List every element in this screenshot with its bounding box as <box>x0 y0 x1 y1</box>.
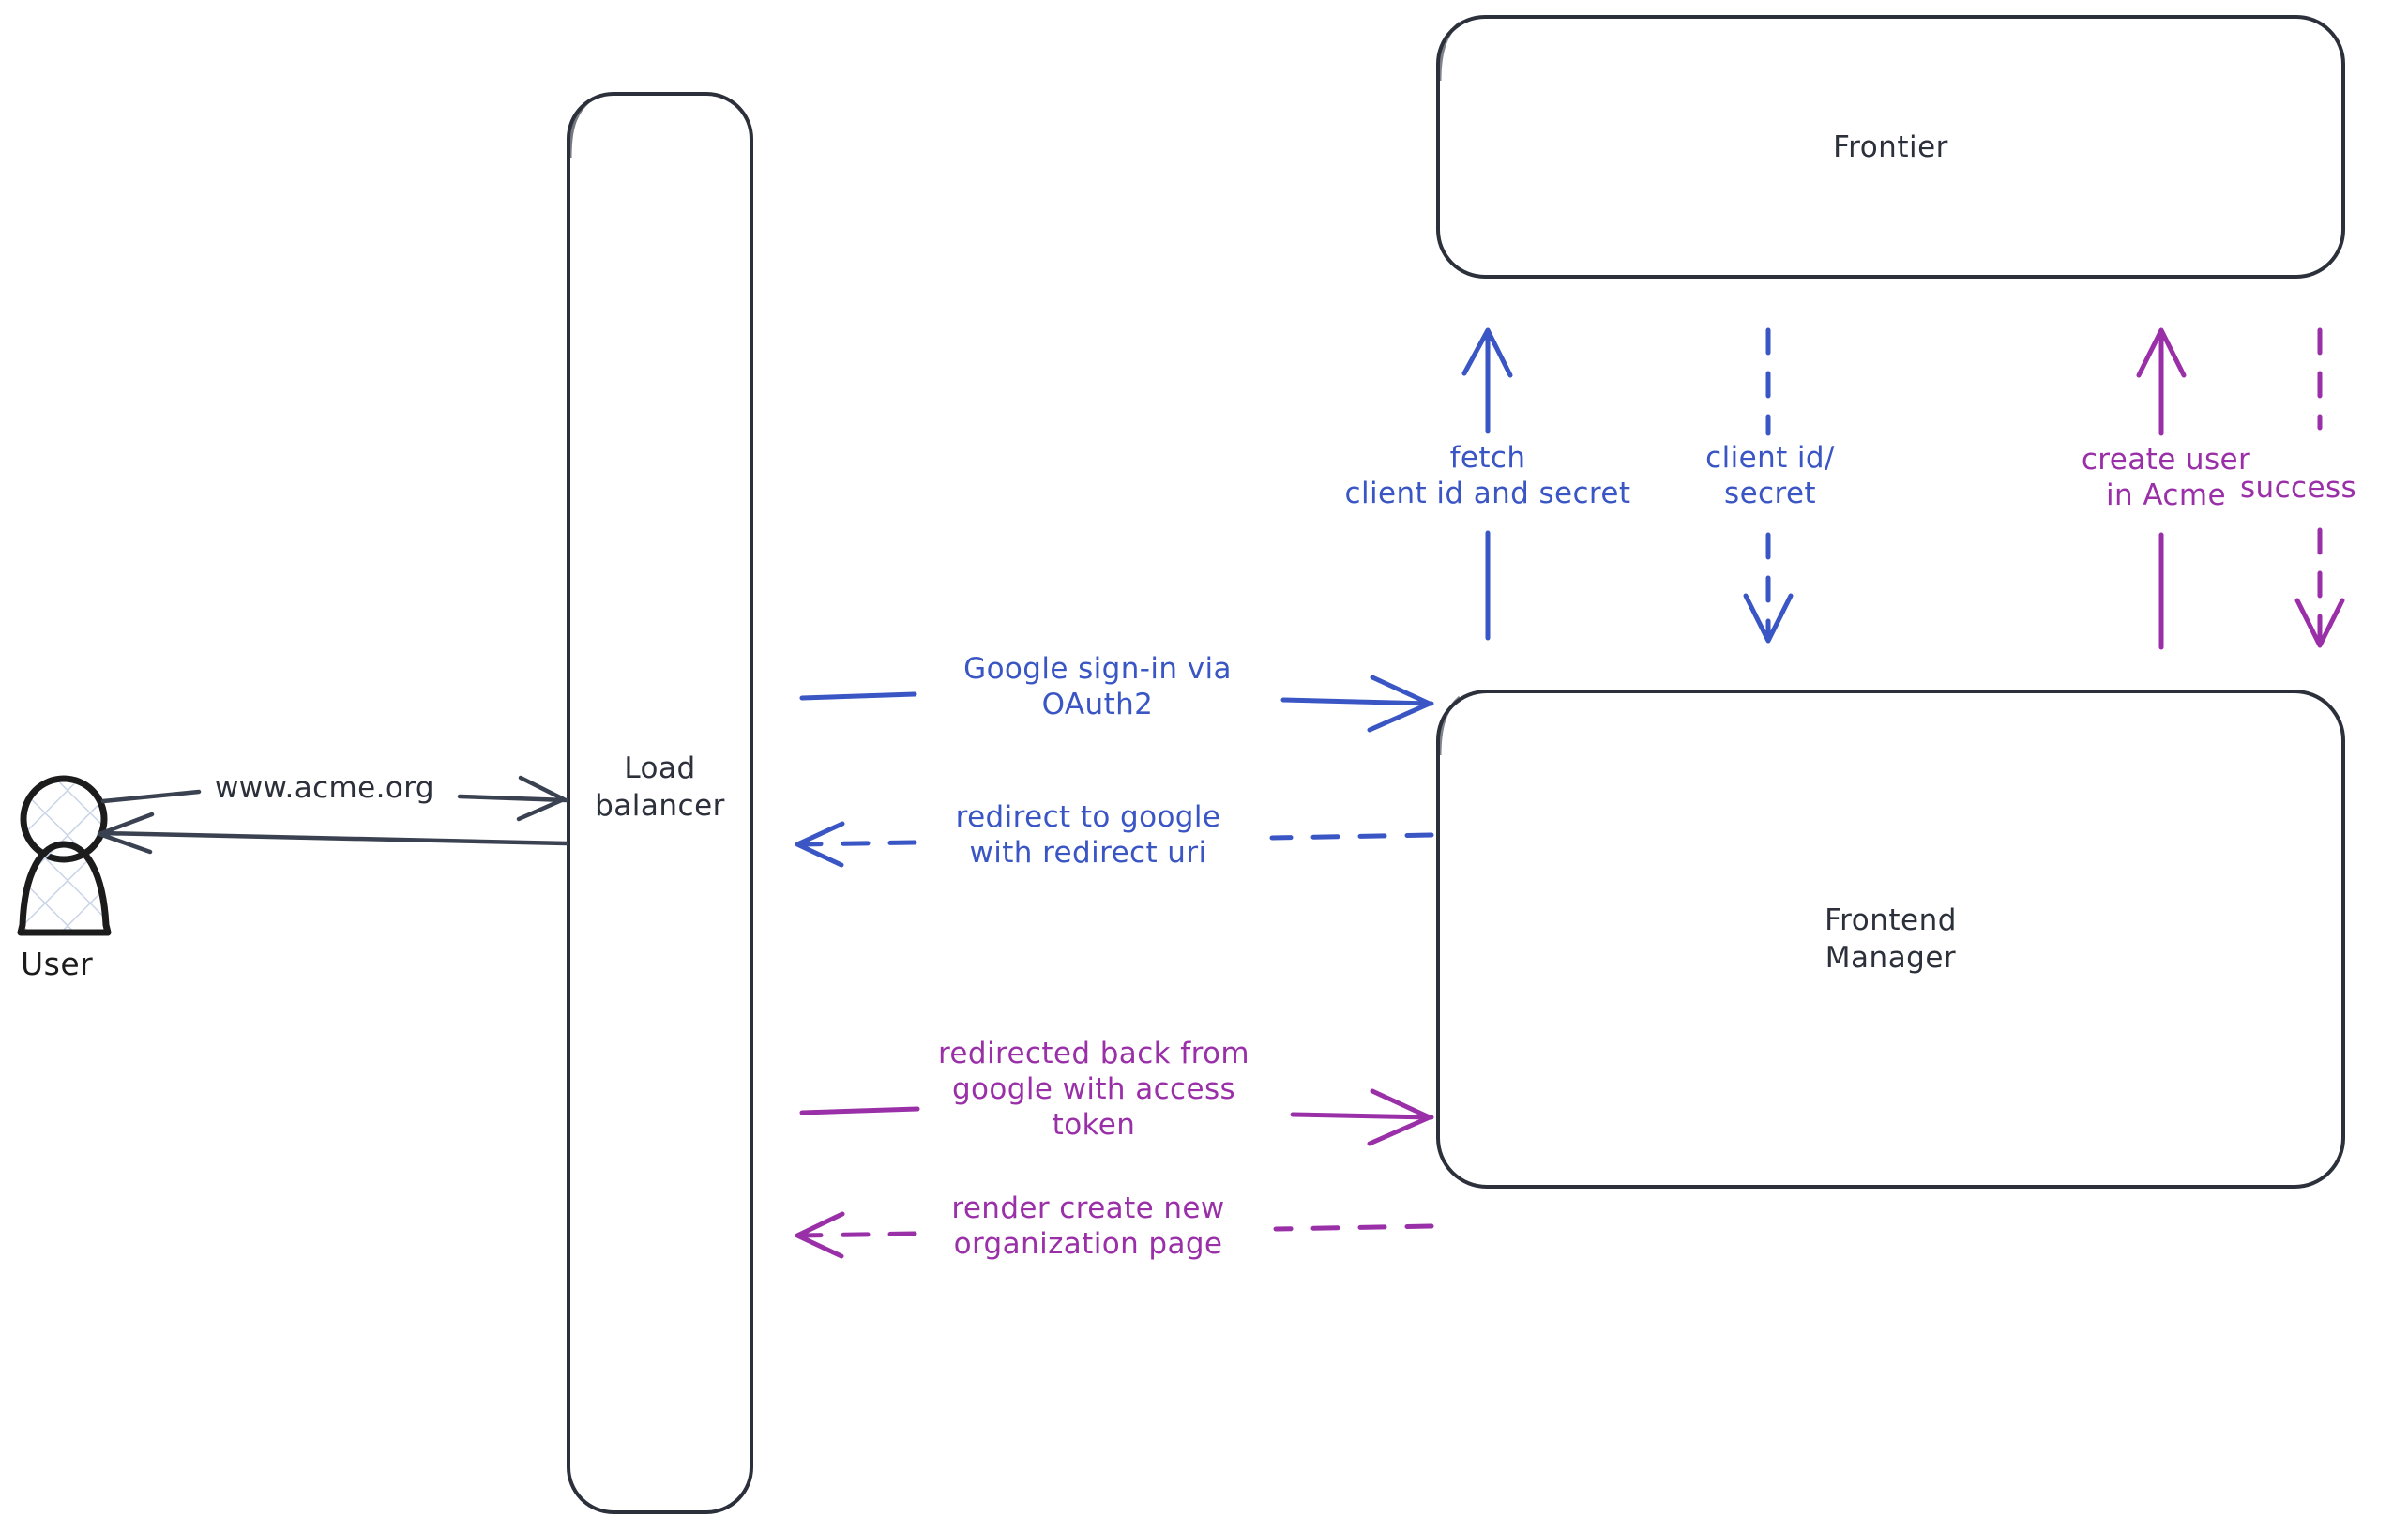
edge-frontier-to-fm-success <box>2294 327 2345 648</box>
actor-user-caption: User <box>21 946 94 982</box>
edge-fm-to-frontier-fetch <box>1461 327 1513 641</box>
edge-label-fm-to-lb-render: render create new organization page <box>951 1191 1225 1261</box>
edge-label-frontier-to-fm-success: success <box>2240 471 2357 505</box>
edge-label-fm-to-frontier-create-user: create user in Acme <box>2081 443 2251 512</box>
edge-label-frontier-to-fm-creds: client id/ secret <box>1705 441 1835 510</box>
edge-label-fm-to-lb-redirect: redirect to google with redirect uri <box>955 800 1221 870</box>
edge-frontier-to-fm-creds <box>1743 327 1794 644</box>
edge-user-to-lb <box>100 775 569 822</box>
edge-fm-to-lb-redirect <box>795 821 1434 868</box>
node-frontier-shape <box>1436 15 2345 279</box>
edge-fm-to-lb-render <box>795 1211 1434 1259</box>
node-load-balancer-shape <box>567 92 753 1514</box>
edge-label-fm-to-frontier-fetch: fetch client id and secret <box>1344 441 1631 510</box>
edge-fm-to-frontier-create-user <box>2136 327 2187 650</box>
edge-lb-to-fm-signin <box>799 675 1434 733</box>
edge-label-lb-to-fm-signin: Google sign-in via OAuth2 <box>963 652 1232 721</box>
edge-lb-to-fm-token <box>799 1088 1434 1146</box>
node-frontend-manager-shape <box>1436 690 2345 1189</box>
edge-label-user-to-lb: www.acme.org <box>215 771 434 805</box>
edge-label-lb-to-fm-token: redirected back from google with access … <box>937 1037 1250 1142</box>
edge-lb-to-user <box>97 812 569 855</box>
person-icon <box>17 775 112 936</box>
